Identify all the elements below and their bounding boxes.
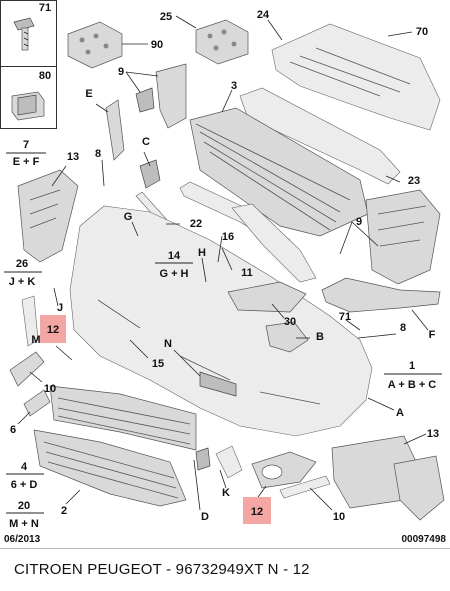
trim-m [21,295,39,347]
callout-label: 70 [416,26,428,38]
callout-label: 8 [95,148,101,160]
callout-label: 24 [257,9,270,21]
bracket-9-right [365,189,441,285]
callout-label: 30 [284,316,296,328]
leader-lines [17,15,429,511]
grille-lower-d [49,385,197,451]
legend-number: 7 [23,139,29,151]
strip-10-right [279,475,331,499]
callout-label: K [222,487,230,499]
callout-label: 22 [190,218,202,230]
legend-combo: M + N [9,518,39,530]
fog-bezel-12 [251,451,317,489]
callout-label: 15 [152,358,164,370]
legend-combo: A + B + C [388,379,437,391]
callout-label: H [198,247,206,259]
callout-label: A [396,407,404,419]
footer-bar: CITROEN PEUGEOT - 96732949XT N - 12 [0,548,450,591]
callout-label: 25 [160,11,172,23]
legend-number: 14 [168,250,181,262]
callout-label: 71 [39,2,51,14]
callout-label: 90 [151,39,163,51]
foam-block-right [195,19,249,65]
callout-label: 16 [222,231,234,243]
legend-combo: G + H [159,268,188,280]
side-bracket-13-left [17,169,79,263]
callout-label: 13 [67,151,79,163]
callout-labels: 71 80 25 90 24 70 9 3 E 8 C 13 23 G 22 1… [10,2,439,523]
callout-label: G [124,211,133,223]
callout-label: 3 [231,80,237,92]
callout-label: 80 [39,70,51,82]
callout-label: 8 [400,322,406,334]
inset-frame-screw [0,0,57,67]
callout-label: J [57,302,63,314]
highlight-label: 12 [47,324,59,336]
part-caption: CITROEN PEUGEOT - 96732949XT N - 12 [14,561,310,578]
grille-lower-2 [33,429,187,507]
screw-part [13,17,35,51]
side-bracket-c [139,159,161,189]
legend-number: 26 [16,258,28,270]
side-bracket-e [105,99,125,161]
bracket-f [321,277,441,313]
crossmember-24 [271,23,441,131]
clip-nut-part [11,91,45,121]
callout-label: 23 [408,175,420,187]
callout-label: 9 [356,216,362,228]
side-bracket-13-right [331,435,445,521]
legend-number: 4 [21,461,28,473]
callout-label: F [429,329,436,341]
grille-3 [189,107,369,237]
highlight-callout-bottom: 12 [243,497,271,524]
bracket-9-upper [135,63,187,129]
highlight-label: 12 [251,506,263,518]
callout-label: D [201,511,209,523]
legend-number: 20 [18,500,30,512]
callout-label: 71 [339,311,351,323]
spoiler-16 [179,181,317,283]
cover-k [195,445,243,479]
legend-combo: J + K [9,276,36,288]
callout-label: 10 [333,511,345,523]
highlight-callout-left: 12 [40,315,66,343]
callout-label: M [31,334,40,346]
callout-label: 6 [10,424,16,436]
legend-combo: E + F [13,156,40,168]
callout-label: B [316,331,324,343]
callout-label: C [142,136,150,148]
callout-label: N [164,338,172,350]
foam-block-left [67,21,123,69]
plate-30 [227,281,307,313]
legend-group: 7 E + F 26 J + K 14 G + H 1 A + B + C 4 … [4,139,442,530]
trim-10-left [9,351,51,417]
callout-label: 13 [427,428,439,440]
callout-label: E [85,88,92,100]
reference-code: 00097498 [402,534,447,545]
legend-combo: 6 + D [11,479,38,491]
bumper-a [69,205,373,437]
legend-number: 1 [409,360,415,372]
callout-label: 11 [241,267,253,279]
callout-label: 10 [44,383,56,395]
parts-diagram: 12 12 71 80 25 90 24 70 9 3 E 8 C 13 23 … [0,0,447,545]
callout-label: 2 [61,505,67,517]
date-code: 06/2013 [4,534,41,545]
callout-label: 9 [118,66,124,78]
bracket-b [265,321,309,353]
